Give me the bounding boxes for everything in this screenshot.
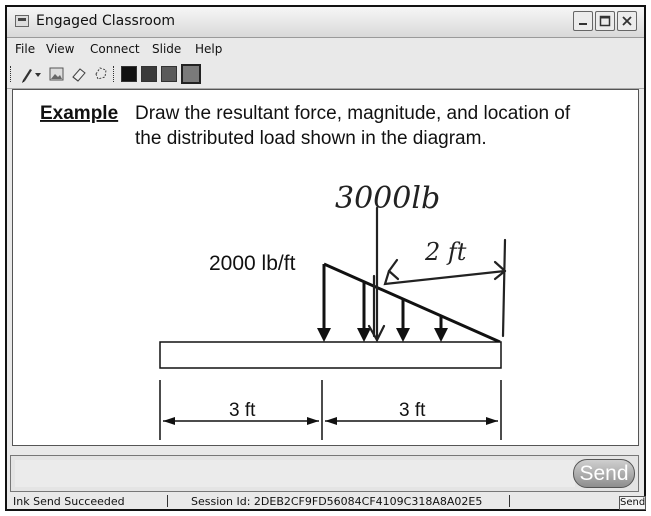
prompt-line-1: Draw the resultant force, magnitude, and…: [135, 103, 571, 124]
dropdown-arrow-icon[interactable]: [33, 64, 53, 84]
menu-view[interactable]: View: [46, 42, 75, 56]
session-id: Session Id: 2DEB2CF9FD56084CF4109C318A8A…: [191, 495, 483, 508]
ink-compose-area[interactable]: [15, 460, 575, 487]
color-swatch-gray[interactable]: [161, 66, 177, 82]
dimension-right-label: 3 ft: [399, 400, 426, 421]
beam: [159, 341, 502, 369]
maximize-button[interactable]: [595, 11, 615, 31]
menu-file[interactable]: File: [15, 42, 36, 56]
handwritten-ink: [367, 206, 507, 343]
example-heading: Example: [40, 103, 118, 124]
slide-canvas[interactable]: Example Draw the resultant force, magnit…: [12, 89, 639, 446]
send-button[interactable]: Send: [573, 459, 635, 488]
menu-connect[interactable]: Connect: [90, 42, 140, 56]
minimize-button[interactable]: [573, 11, 593, 31]
app-icon: [15, 15, 29, 27]
menu-help[interactable]: Help: [195, 42, 223, 56]
status-bar: Ink Send Succeeded Session Id: 2DEB2CF9F…: [7, 494, 646, 510]
toolbar: [7, 60, 644, 89]
prompt-line-2: the distributed load shown in the diagra…: [135, 128, 487, 149]
menu-slide[interactable]: Slide: [152, 42, 182, 56]
ink-force-label: 3000lb: [335, 181, 440, 216]
maximize-icon: [599, 15, 611, 27]
title-bar: Engaged Classroom: [7, 7, 644, 38]
ink-distance-label: 2 ft: [424, 238, 467, 266]
compose-bar: Send: [10, 455, 639, 492]
app-window: Engaged Classroom File View Connect Slid…: [5, 5, 646, 511]
window-title: Engaged Classroom: [36, 13, 176, 29]
toolbar-separator: [113, 66, 117, 82]
close-icon: [622, 16, 632, 26]
eraser-icon[interactable]: [69, 64, 89, 84]
close-button[interactable]: [617, 11, 637, 31]
send-small-button[interactable]: Send: [619, 496, 646, 510]
lasso-select-icon[interactable]: [91, 64, 111, 84]
distributed-load-diagram: [317, 262, 501, 344]
status-separator: [509, 495, 510, 507]
minimize-icon: [579, 23, 587, 25]
status-separator: [167, 495, 168, 507]
status-message: Ink Send Succeeded: [13, 495, 125, 508]
color-swatch-black[interactable]: [121, 66, 137, 82]
dimension-left-label: 3 ft: [229, 400, 256, 421]
color-swatch-dark-gray[interactable]: [141, 66, 157, 82]
color-swatch-light-gray-selected[interactable]: [181, 64, 201, 84]
toolbar-grip[interactable]: [10, 66, 14, 82]
menu-bar: File View Connect Slide Help: [7, 37, 644, 60]
pen-icon[interactable]: [17, 64, 37, 84]
image-insert-icon[interactable]: [47, 64, 67, 84]
load-label: 2000 lb/ft: [209, 252, 296, 275]
dimension-lines: [159, 380, 502, 440]
